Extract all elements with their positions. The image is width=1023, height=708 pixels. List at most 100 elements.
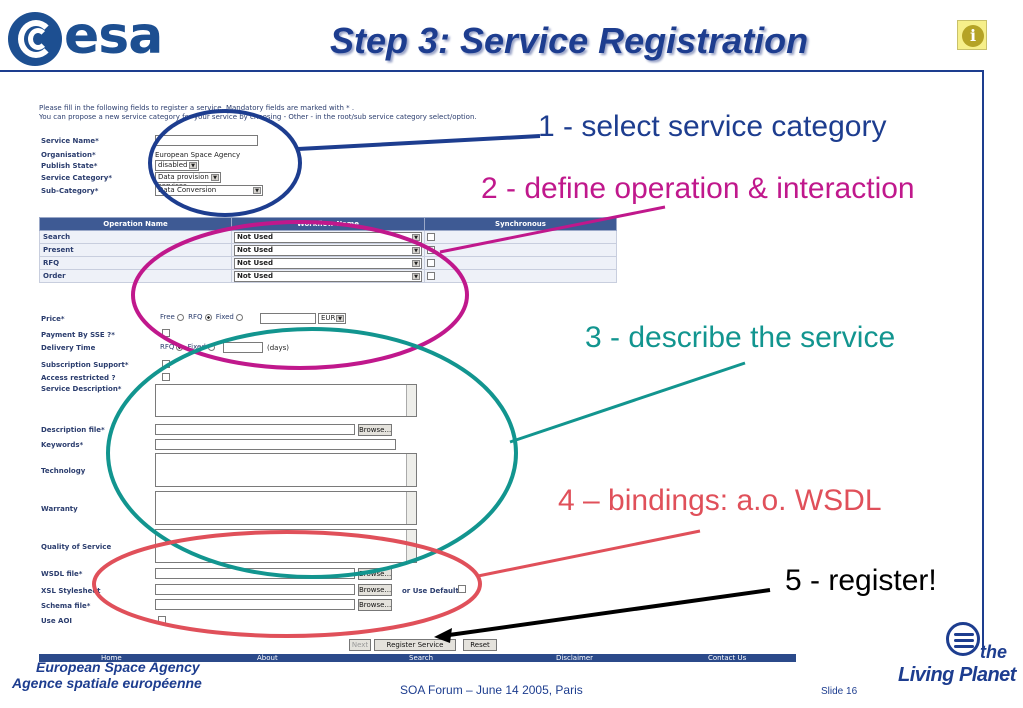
nav-about-link[interactable]: About xyxy=(257,654,278,662)
callout-5-line xyxy=(441,588,771,638)
scrollbar[interactable] xyxy=(406,454,416,486)
chevron-down-icon: ▼ xyxy=(412,260,420,267)
currency-select[interactable]: EUR▼ xyxy=(318,313,346,324)
living-planet-text: Living Planet xyxy=(898,664,1016,686)
right-border xyxy=(982,70,984,650)
workflow-select[interactable]: Not Used ▼ xyxy=(234,258,422,269)
table-row: RFQ Not Used▼ xyxy=(39,256,617,270)
warranty-label: Warranty xyxy=(41,505,78,513)
header-divider xyxy=(0,70,984,72)
synchronous-checkbox[interactable] xyxy=(427,259,435,267)
chevron-down-icon: ▼ xyxy=(412,273,420,280)
category-ellipse xyxy=(148,109,302,217)
delivery-fixed-label: Fixed xyxy=(187,343,206,351)
workflow-value: Not Used xyxy=(237,272,274,280)
callout-5: 5 - register! xyxy=(785,564,937,597)
price-rfq-label: RFQ xyxy=(188,313,203,321)
info-button[interactable]: i xyxy=(957,20,987,50)
publish-state-label: Publish State* xyxy=(41,162,98,170)
nav-home-link[interactable]: Home xyxy=(101,654,122,662)
subscription-label: Subscription Support* xyxy=(41,361,129,369)
synchronous-checkbox[interactable] xyxy=(427,272,435,280)
footer-event: SOA Forum – June 14 2005, Paris xyxy=(400,683,583,697)
browse-button[interactable]: Browse... xyxy=(358,599,392,611)
publish-state-select[interactable]: disabled▼ xyxy=(155,160,199,171)
quality-label: Quality of Service xyxy=(41,543,112,551)
intro-line-1: Please fill in the following fields to r… xyxy=(39,104,355,112)
description-file-input[interactable] xyxy=(155,424,355,435)
workflow-value: Not Used xyxy=(237,259,274,267)
service-description-label: Service Description* xyxy=(41,385,122,393)
callout-1: 1 - select service category xyxy=(538,110,887,143)
arrow-head-icon xyxy=(434,628,452,643)
callout-3-line xyxy=(509,361,746,444)
agency-name-en: European Space Agency xyxy=(36,659,200,675)
esa-logo-text: esa xyxy=(64,6,163,66)
bindings-ellipse xyxy=(92,530,482,638)
delivery-input[interactable] xyxy=(223,342,263,353)
warranty-textarea[interactable] xyxy=(155,491,417,525)
esa-globe-icon xyxy=(8,12,62,66)
keywords-input[interactable] xyxy=(155,439,396,450)
publish-state-value: disabled xyxy=(158,161,188,169)
keywords-label: Keywords* xyxy=(41,441,84,449)
reset-button[interactable]: Reset xyxy=(463,639,497,651)
slide-number: Slide 16 xyxy=(821,686,858,697)
workflow-value: Not Used xyxy=(237,246,274,254)
use-default-checkbox[interactable] xyxy=(458,585,466,593)
chevron-down-icon: ▼ xyxy=(211,174,219,181)
callout-4: 4 – bindings: a.o. WSDL xyxy=(558,484,882,517)
info-icon: i xyxy=(962,25,984,47)
agency-name: European Space Agency Agence spatiale eu… xyxy=(12,659,202,691)
browse-button[interactable]: Browse... xyxy=(358,584,392,596)
workflow-select[interactable]: Not Used ▼ xyxy=(234,271,422,282)
delivery-label: Delivery Time xyxy=(41,344,96,352)
workflow-select[interactable]: Not Used▼ xyxy=(234,232,422,243)
price-fixed-radio[interactable] xyxy=(235,313,243,321)
agency-name-fr: Agence spatiale européenne xyxy=(12,675,202,691)
register-service-button[interactable]: Register Service xyxy=(374,639,456,651)
operation-ellipse xyxy=(131,220,469,370)
scrollbar[interactable] xyxy=(406,385,416,416)
currency-value: EUR xyxy=(321,314,336,322)
esa-logo: esa xyxy=(8,6,198,66)
organisation-value: European Space Agency xyxy=(155,151,241,159)
technology-label: Technology xyxy=(41,467,86,475)
schema-input[interactable] xyxy=(155,599,355,610)
organisation-label: Organisation* xyxy=(41,151,96,159)
access-checkbox[interactable] xyxy=(162,373,170,381)
synchronous-checkbox[interactable] xyxy=(427,233,435,241)
registration-form: Please fill in the following fields to r… xyxy=(33,99,796,662)
sub-category-label: Sub-Category* xyxy=(41,187,99,195)
next-button[interactable]: Next xyxy=(349,639,371,651)
table-row: Present Not Used▼ ✓ xyxy=(39,243,617,257)
slide-title: Step 3: Service Registration xyxy=(330,20,809,61)
table-header: Operation Name xyxy=(39,217,232,231)
technology-textarea[interactable] xyxy=(155,453,417,487)
xsl-input[interactable] xyxy=(155,584,355,595)
nav-search-link[interactable]: Search xyxy=(409,654,434,662)
workflow-select[interactable]: Not Used▼ xyxy=(234,245,422,256)
scrollbar[interactable] xyxy=(406,492,416,524)
sub-category-select[interactable]: Data Conversion▼ xyxy=(155,185,263,196)
price-fixed-label: Fixed xyxy=(215,313,234,321)
description-file-label: Description file* xyxy=(41,426,105,434)
delivery-rfq-label: RFQ xyxy=(160,343,175,351)
access-label: Access restricted ? xyxy=(41,374,116,382)
nav-disclaimer-link[interactable]: Disclaimer xyxy=(556,654,594,662)
browse-button[interactable]: Browse... xyxy=(358,424,392,436)
price-input[interactable] xyxy=(260,313,316,324)
callout-2-line xyxy=(439,205,666,254)
operation-name: Present xyxy=(39,243,232,257)
nav-contact-link[interactable]: Contact Us xyxy=(708,654,747,662)
service-description-textarea[interactable] xyxy=(155,384,417,417)
price-rfq-radio[interactable] xyxy=(204,313,212,321)
operation-name: Order xyxy=(39,269,232,283)
chevron-down-icon: ▼ xyxy=(253,187,261,194)
footer-nav: Home About Search Disclaimer Contact Us xyxy=(39,654,796,662)
xsl-label: XSL Stylesheet xyxy=(41,587,101,595)
table-row: Order Not Used ▼ xyxy=(39,269,617,283)
schema-label: Schema file* xyxy=(41,602,91,610)
price-free-radio[interactable] xyxy=(176,313,184,321)
living-planet-the: the xyxy=(980,642,1007,662)
